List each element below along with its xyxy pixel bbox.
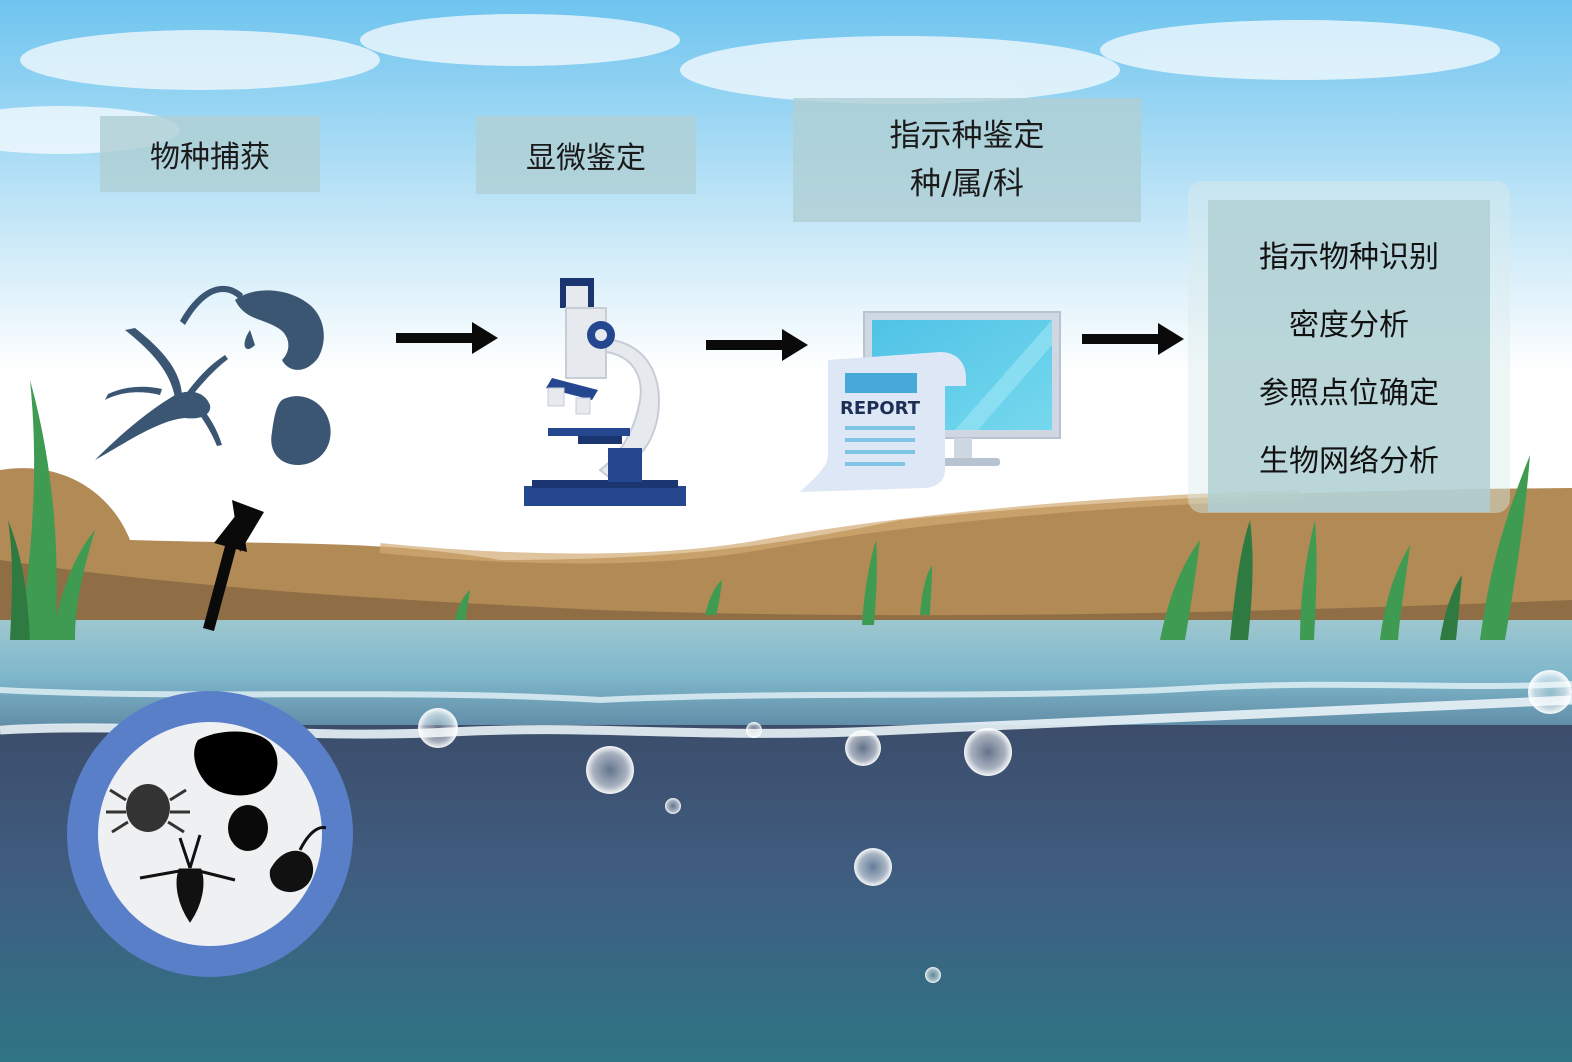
sample-dish-icon [67,691,353,977]
results-panel: 指示物种识别 密度分析 参照点位确定 生物网络分析 [1208,200,1490,512]
step-microscopy-text: 显微鉴定 [526,141,646,176]
report-label: REPORT [840,398,920,419]
shore-foam [0,681,1572,704]
step-indicator-line1: 指示种鉴定 [889,118,1045,154]
step-indicator-line2: 种/属/科 [910,166,1024,202]
arrow-indicator-to-results [1082,323,1184,355]
step-capture-text: 物种捕获 [150,140,270,175]
grass-middle [455,540,932,625]
aquatic-insect-silhouettes-icon [95,285,331,465]
step-microscopy-label: 显微鉴定 [476,116,696,194]
microscope-icon [524,278,686,506]
shrimp-silhouette [269,826,327,893]
grass-left [8,380,95,640]
crayfish-silhouette [139,834,236,923]
result-item-density: 密度分析 [1289,308,1409,343]
result-item-indicator-species: 指示物种识别 [1259,240,1439,275]
arrow-microscopy-to-indicator [706,329,808,361]
bubbles [418,670,1572,983]
grass-right [1160,455,1530,640]
result-item-reference-site: 参照点位确定 [1259,376,1439,411]
mite-silhouette [106,784,190,834]
arrow-sample-to-capture [203,500,264,631]
step-indicator-label: 指示种鉴定 种/属/科 [793,98,1141,222]
arrow-capture-to-microscopy [396,322,498,354]
result-item-network: 生物网络分析 [1259,444,1439,479]
river-bank-highlight [379,490,1301,564]
report-document-icon [800,352,966,492]
step-capture-label: 物种捕获 [100,116,320,192]
